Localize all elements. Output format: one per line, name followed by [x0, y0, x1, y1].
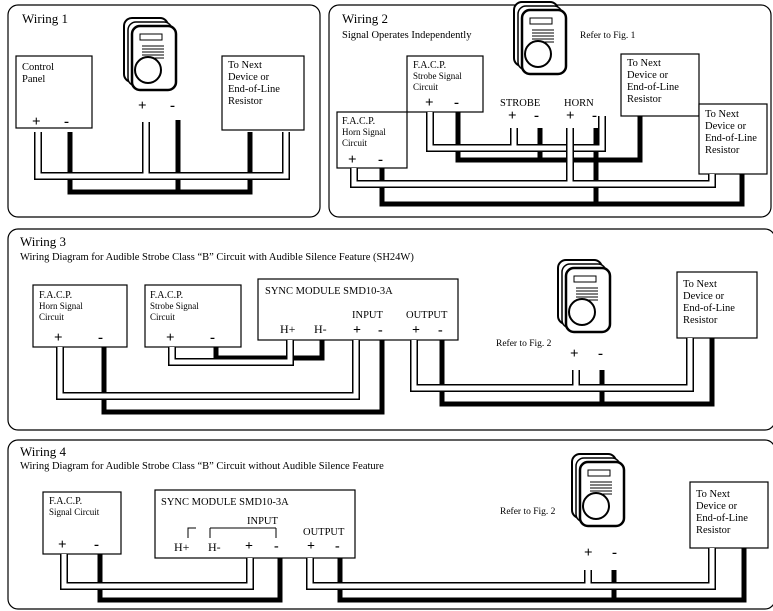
svg-text:INPUT: INPUT	[247, 516, 279, 527]
svg-text:+: +	[584, 545, 593, 561]
wiring-3-subtitle: Wiring Diagram for Audible Strobe Class …	[20, 252, 414, 263]
device-plus: +	[138, 98, 147, 114]
svg-text:H+: H+	[174, 540, 190, 554]
sync-module-box-3	[257, 278, 459, 341]
svg-text:+: +	[508, 108, 517, 124]
svg-text:-: -	[438, 323, 443, 338]
wiring-2-refer: Refer to Fig. 1	[580, 30, 636, 41]
next-device-box-a	[620, 53, 700, 117]
wiring-4-title: Wiring 4	[20, 444, 67, 459]
svg-text:+: +	[245, 539, 253, 554]
wiring-2-panel: Wiring 2 Signal Operates Independently R…	[328, 0, 772, 218]
svg-text:H+: H+	[280, 322, 296, 336]
svg-text:-: -	[598, 346, 603, 362]
svg-text:+: +	[412, 323, 420, 338]
control-panel-plus: +	[32, 114, 41, 130]
wiring-3-panel: Wiring 3 Wiring Diagram for Audible Stro…	[7, 228, 773, 431]
control-panel-box	[15, 55, 93, 129]
svg-text:-: -	[94, 537, 99, 553]
svg-text:H-: H-	[314, 322, 327, 336]
control-panel-label-1: Control	[22, 62, 54, 73]
svg-text:F.A.C.P.Signal Circuit: F.A.C.P.Signal Circuit	[49, 496, 100, 517]
svg-text:+: +	[566, 108, 575, 124]
svg-text:INPUT: INPUT	[352, 310, 384, 321]
signal-facp-box-4	[42, 491, 122, 555]
device-minus: -	[170, 98, 175, 114]
horn-label: HORN	[564, 98, 594, 109]
control-panel-minus: -	[64, 114, 69, 130]
svg-text:-: -	[612, 545, 617, 561]
wiring-2-title: Wiring 2	[342, 11, 388, 26]
svg-text:+: +	[570, 346, 579, 362]
next-device-box	[221, 55, 305, 131]
svg-text:+: +	[58, 537, 67, 553]
svg-text:H-: H-	[208, 540, 221, 554]
svg-text:+: +	[348, 152, 357, 168]
control-panel-label-2: Panel	[22, 74, 45, 85]
wiring-3-title: Wiring 3	[20, 234, 66, 249]
svg-text:-: -	[98, 330, 103, 346]
strobe-device-icon-3	[556, 258, 612, 334]
strobe-label: STROBE	[500, 98, 540, 109]
svg-text:SYNC MODULE SMD10-3A: SYNC MODULE SMD10-3A	[265, 286, 393, 297]
svg-text:+: +	[425, 95, 434, 111]
svg-text:OUTPUT: OUTPUT	[303, 527, 345, 538]
svg-text:Refer to Fig. 2: Refer to Fig. 2	[500, 506, 556, 517]
svg-text:-: -	[210, 330, 215, 346]
strobe-horn-device-icon	[512, 0, 568, 76]
svg-text:+: +	[54, 330, 63, 346]
horn-facp-box	[336, 111, 408, 169]
svg-text:Refer to Fig. 2: Refer to Fig. 2	[496, 338, 552, 349]
svg-text:+: +	[166, 330, 175, 346]
next-device-box-3	[676, 271, 758, 339]
svg-text:-: -	[378, 323, 383, 338]
next-device-box-4	[689, 481, 769, 549]
svg-text:-: -	[274, 539, 279, 554]
strobe-device-icon	[122, 16, 178, 92]
wiring-4-subtitle: Wiring Diagram for Audible Strobe Class …	[20, 461, 384, 472]
svg-text:OUTPUT: OUTPUT	[406, 310, 448, 321]
svg-text:-: -	[534, 108, 539, 124]
wiring-1-title: Wiring 1	[22, 11, 68, 26]
wiring-2-subtitle: Signal Operates Independently	[342, 30, 472, 41]
svg-text:+: +	[307, 539, 315, 554]
next-device-box-b	[698, 103, 768, 175]
sync-module-box-4	[154, 489, 356, 559]
strobe-device-icon-4	[570, 452, 626, 528]
wire-negative	[67, 120, 253, 195]
svg-text:-: -	[592, 108, 597, 124]
svg-text:+: +	[353, 323, 361, 338]
strobe-facp-box-3	[144, 284, 242, 348]
strobe-facp-box	[406, 55, 484, 113]
svg-text:-: -	[378, 152, 383, 168]
wiring-4-panel: Wiring 4 Wiring Diagram for Audible Stro…	[7, 439, 773, 610]
horn-facp-box-3	[32, 284, 128, 348]
svg-text:-: -	[454, 95, 459, 111]
svg-text:SYNC MODULE SMD10-3A: SYNC MODULE SMD10-3A	[161, 497, 289, 508]
svg-text:-: -	[335, 539, 340, 554]
